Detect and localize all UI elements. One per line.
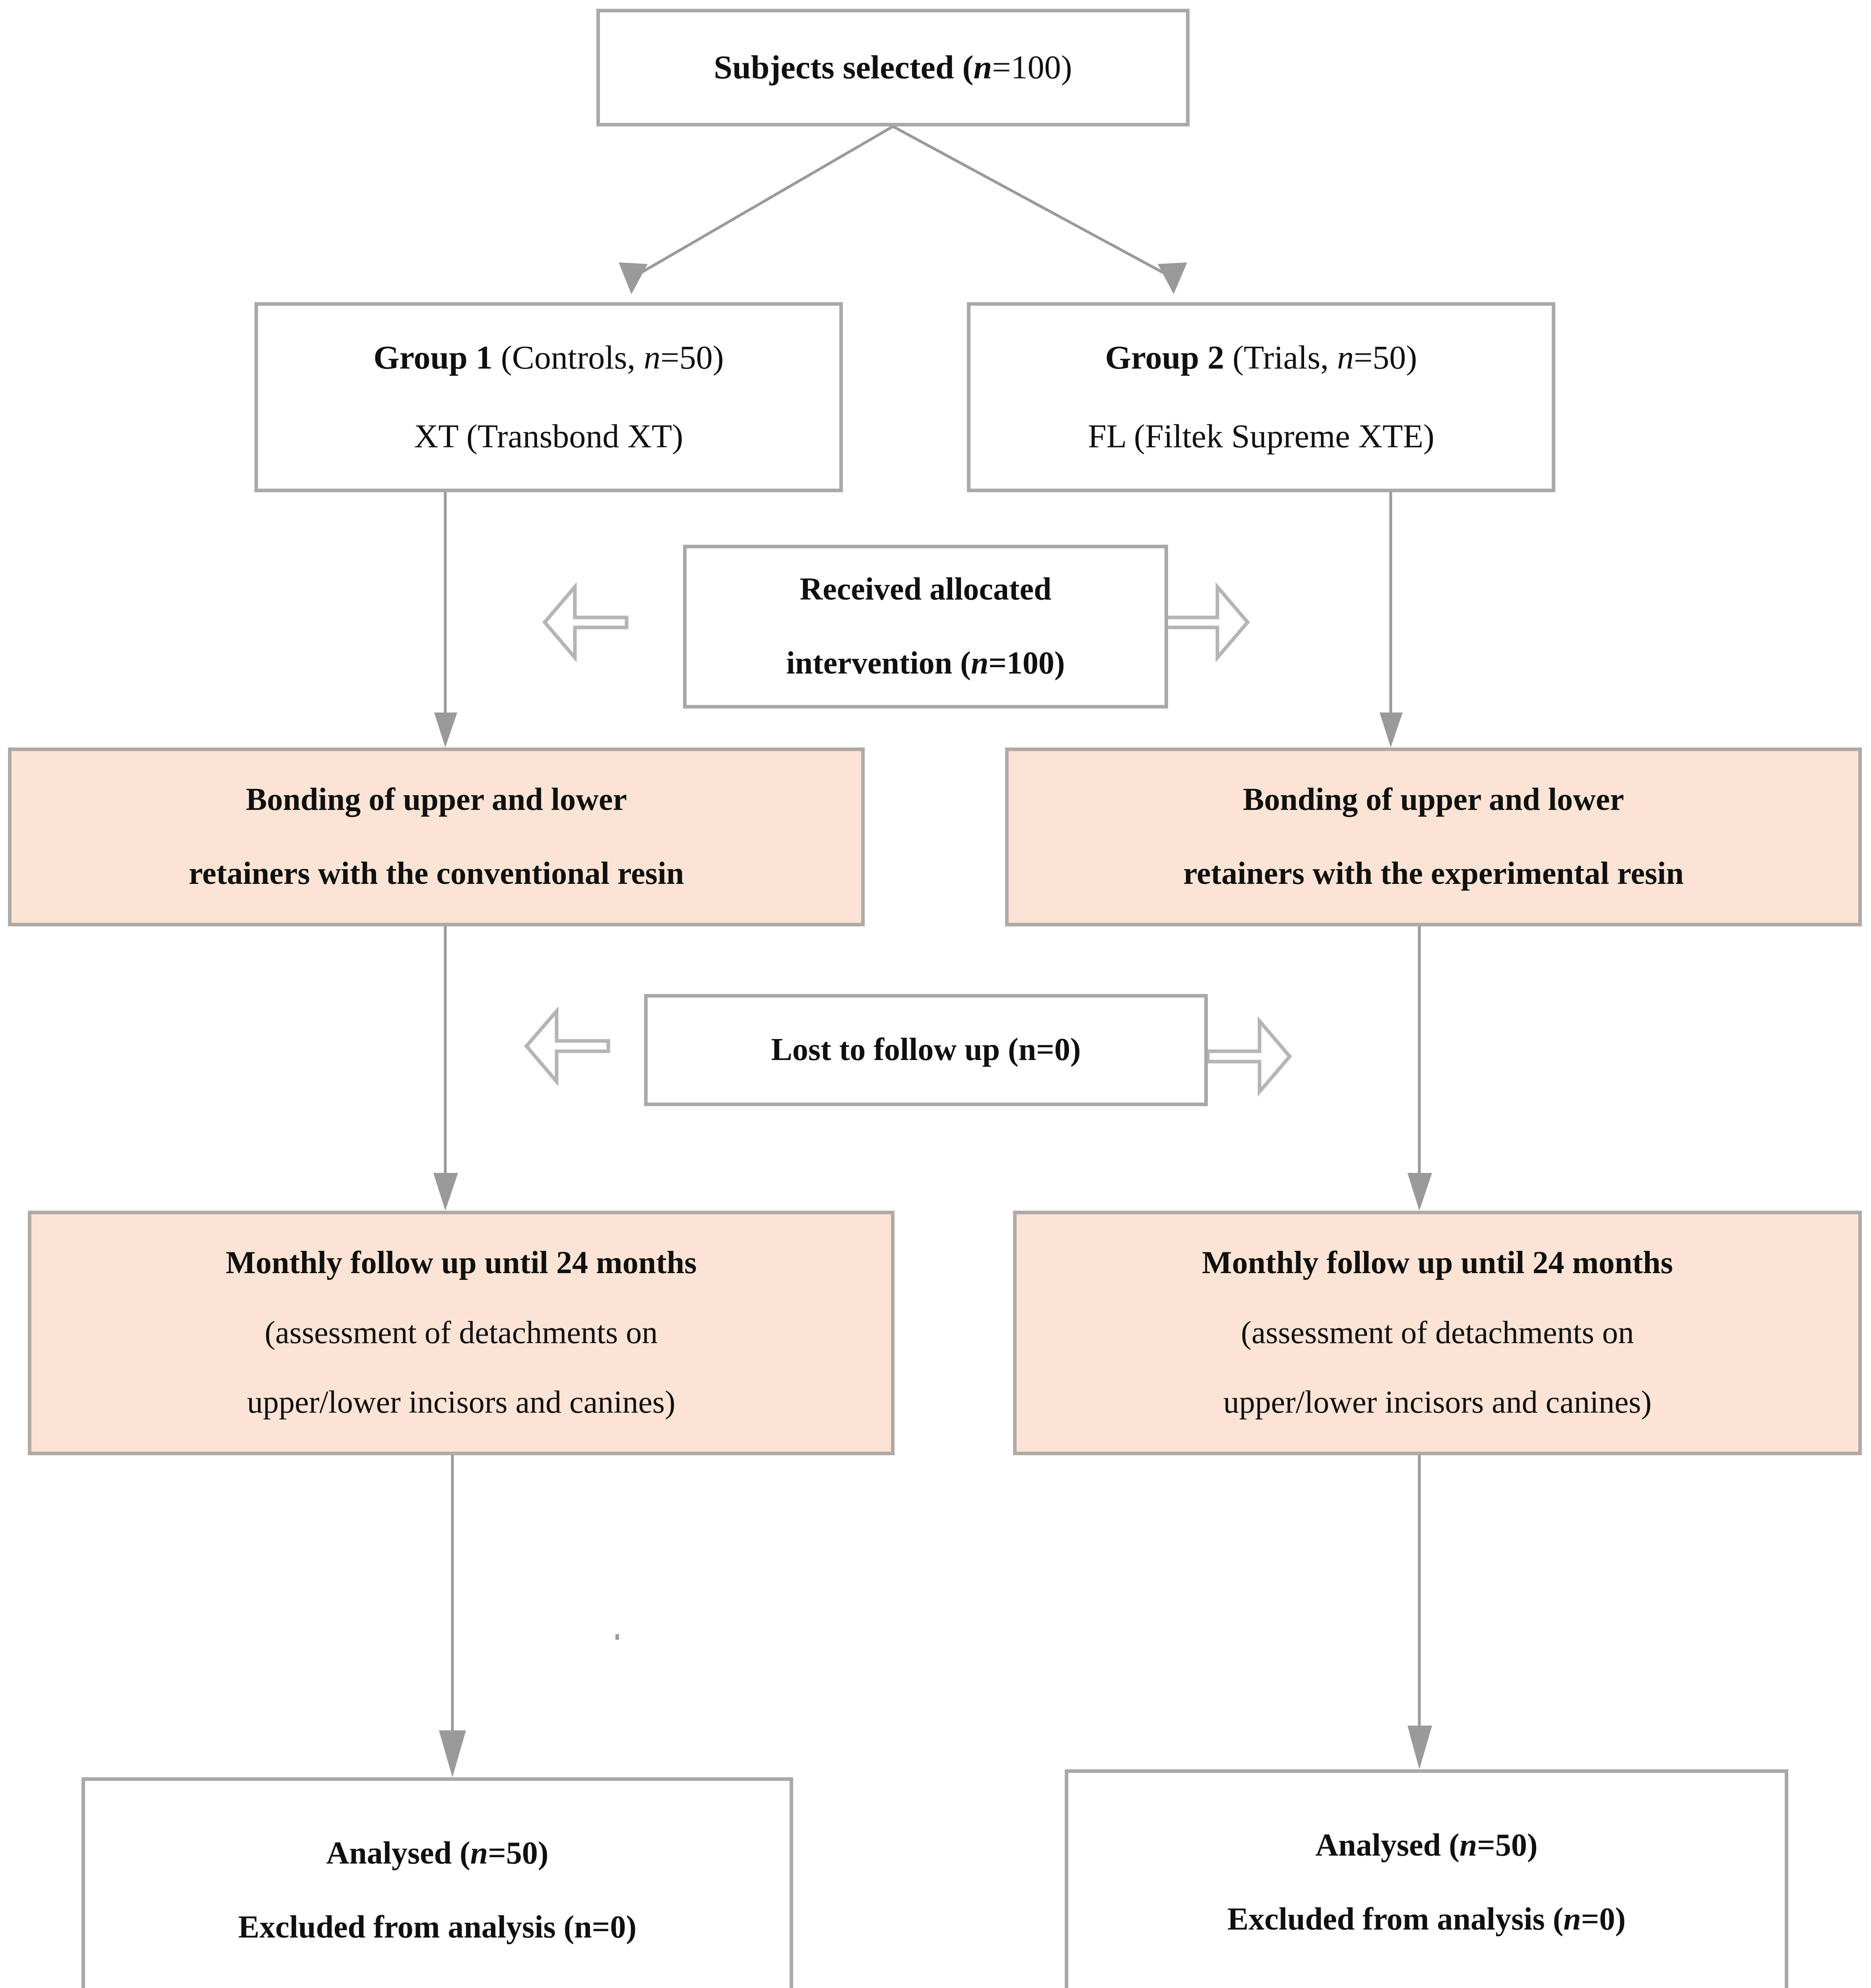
node-subjects-selected: Subjects selected (n=100): [596, 9, 1190, 126]
followup-left-line3: upper/lower incisors and canines): [247, 1385, 675, 1420]
followup-right-to-analysed-right-arrow: [1407, 1455, 1432, 1769]
followup-left-line2: (assessment of detachments on: [264, 1315, 658, 1350]
followup-right-line2: (assessment of detachments on: [1241, 1315, 1634, 1350]
group2-to-bonding-right-arrow: [1380, 492, 1403, 747]
analysed-right-line1: Analysed (n=50): [1315, 1828, 1538, 1863]
group2-line2: FL (Filtek Supreme XTE): [1088, 418, 1434, 455]
group1-line1: Group 1 (Controls, n=50): [373, 339, 724, 376]
bonding-right-line1: Bonding of upper and lower: [1243, 782, 1624, 817]
subjects-to-group1-arrow: [619, 125, 894, 294]
node-group2: Group 2 (Trials, n=50) FL (Filtek Suprem…: [967, 302, 1555, 492]
analysed-left-line2: Excluded from analysis (n=0): [238, 1910, 637, 1945]
bonding-left-line1: Bonding of upper and lower: [246, 782, 627, 817]
node-followup-left: Monthly follow up until 24 months (asses…: [28, 1211, 895, 1455]
received-intervention-line1: Received allocated: [800, 572, 1052, 607]
node-followup-right: Monthly follow up until 24 months (asses…: [1013, 1211, 1862, 1455]
subjects-selected-label: Subjects selected (n=100): [714, 49, 1072, 86]
node-bonding-left: Bonding of upper and lower retainers wit…: [8, 747, 865, 926]
node-analysed-right: Analysed (n=50) Excluded from analysis (…: [1065, 1769, 1788, 1988]
followup-left-to-analysed-left-arrow: [439, 1455, 466, 1777]
node-lost-to-follow-up: Lost to follow up (n=0): [644, 994, 1208, 1106]
followup-right-line3: upper/lower incisors and canines): [1223, 1385, 1652, 1420]
received-intervention-line2: intervention (n=100): [786, 646, 1065, 681]
lost-arrow-right-icon: [1206, 1016, 1292, 1097]
bonding-right-to-followup-right-arrow: [1407, 926, 1432, 1211]
intervention-arrow-left-icon: [542, 582, 629, 663]
node-received-intervention: Received allocated intervention (n=100): [683, 545, 1168, 709]
bonding-left-to-followup-left-arrow: [433, 926, 458, 1211]
lost-arrow-left-icon: [524, 1006, 610, 1087]
group1-line2: XT (Transbond XT): [414, 418, 683, 455]
node-group1: Group 1 (Controls, n=50) XT (Transbond X…: [254, 302, 843, 492]
group1-to-bonding-left-arrow: [434, 492, 457, 747]
bonding-left-line2: retainers with the conventional resin: [188, 856, 684, 891]
group2-line1: Group 2 (Trials, n=50): [1105, 339, 1417, 376]
scan-speck: [615, 1634, 619, 1640]
analysed-left-line1: Analysed (n=50): [326, 1836, 549, 1871]
followup-right-line1: Monthly follow up until 24 months: [1202, 1245, 1673, 1281]
node-bonding-right: Bonding of upper and lower retainers wit…: [1005, 747, 1862, 926]
subjects-to-group2-arrow: [892, 125, 1187, 294]
bonding-right-line2: retainers with the experimental resin: [1183, 856, 1684, 891]
node-analysed-left: Analysed (n=50) Excluded from analysis (…: [82, 1777, 793, 1988]
lost-to-follow-up-label: Lost to follow up (n=0): [771, 1032, 1081, 1068]
analysed-right-line2: Excluded from analysis (n=0): [1227, 1902, 1626, 1937]
intervention-arrow-right-icon: [1164, 582, 1250, 663]
followup-left-line1: Monthly follow up until 24 months: [225, 1245, 697, 1281]
